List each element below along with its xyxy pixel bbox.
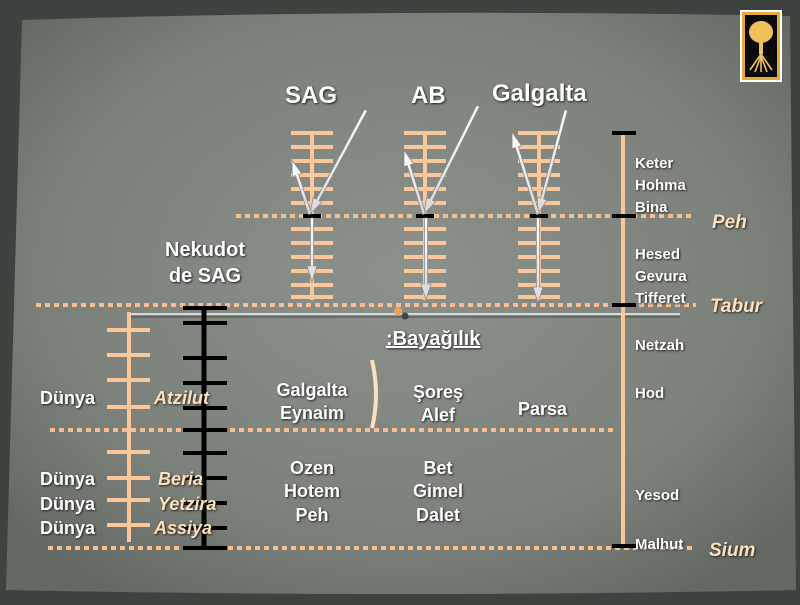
dunya-assiya: Dünya [40,518,96,538]
sefira-keter: Keter [635,155,674,172]
sores-alef-line1: Şoreş [412,382,464,402]
bracket [370,359,378,429]
sefira-hesed: Hesed [635,246,681,263]
peh-line: Peh [295,504,329,525]
bet-gimel-dalet-label: Bet Gimel Dalet [398,457,478,527]
world-beria: Beria [158,469,204,489]
nekudot-line1: Nekudot [165,239,245,261]
bet-line: Bet [423,458,453,478]
sefira-bina: Bina [635,199,668,216]
ab-rebound-arrow [403,148,427,215]
sefira-tifferet: Tifferet [635,290,686,307]
ab-down-arrow [420,217,432,302]
level-tabur: Tabur [710,296,763,317]
ozen-line: Ozen [289,458,334,478]
galgalta-down-arrow [532,217,544,305]
sores-alef-label: Şoreş Alef [398,381,478,428]
dunya-beria: Dünya [40,469,96,489]
level-sium: Sium [709,540,756,561]
parsa-label: Parsa [518,399,568,419]
sefira-malhut: Malhut [635,536,684,553]
galgalta-rebound-arrow [511,130,541,215]
tree-of-life-icon [740,10,782,82]
nekudot-line2: de SAG [168,265,242,287]
sores-alef-line2: Alef [420,405,455,426]
world-assiya: Assiya [154,518,213,538]
galgalta-eynaim-line1: Galgalta [276,380,348,400]
dunya-atzilut: Dünya [40,388,96,408]
gimel-line: Gimel [412,481,464,502]
bayagilik-heading: :Bayağılık [386,328,481,350]
tabur-dot-orange [394,307,402,315]
worlds-ladder [107,312,150,542]
sag-down-arrow [306,217,318,284]
nekudot-ladder [183,306,227,550]
world-atzilut: Atzilut [154,388,209,408]
tabur-dot-dark [401,312,409,320]
sefira-gevura: Gevura [635,268,687,285]
sefira-hohma: Hohma [635,177,686,194]
dunya-yetzira: Dünya [40,494,96,514]
title-galgalta: Galgalta [492,80,587,107]
level-peh: Peh [712,212,747,233]
title-ab: AB [411,82,446,109]
hotem-line: Hotem [283,481,340,502]
title-sag: SAG [285,82,338,109]
ab-incoming-arrow [423,104,480,216]
sefira-netzah: Netzah [635,337,685,354]
dalet-line: Dalet [415,504,460,525]
galgalta-incoming-arrow [536,109,569,216]
light-arrows [291,104,569,305]
galgalta-eynaim-label: Galgalta Eynaim [262,379,362,426]
ozen-hotem-peh-label: Ozen Hotem Peh [272,457,352,527]
world-yetzira: Yetzira [158,494,217,514]
sag-incoming-arrow [309,108,368,216]
sefira-yesod: Yesod [635,487,680,504]
nekudot-de-sag-label: Nekudot de SAG [150,237,260,289]
sefira-hod: Hod [635,385,665,402]
galgalta-eynaim-line2: Eynaim [279,403,345,424]
sag-rebound-arrow [291,158,313,216]
